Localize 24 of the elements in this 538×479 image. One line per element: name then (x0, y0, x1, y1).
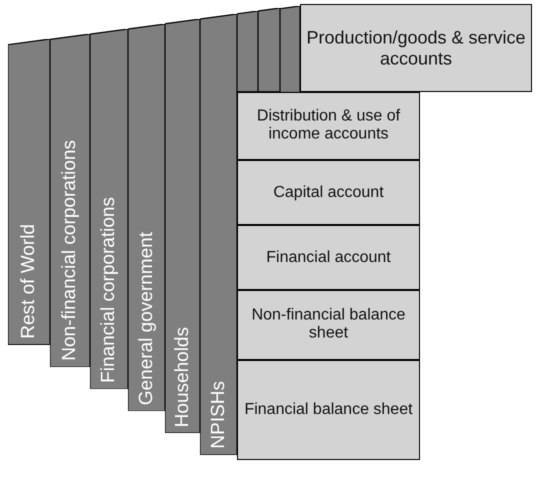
sector-slab (128, 24, 165, 411)
account-label: Financial balance sheet (243, 400, 414, 420)
sector-label: Non-financial corporations (60, 140, 79, 361)
account-box (237, 290, 420, 360)
sector-label: General government (136, 232, 156, 405)
account-box (237, 92, 420, 160)
account-label: Capital account (272, 183, 385, 202)
account-box (300, 4, 532, 92)
sector-slab (50, 34, 90, 367)
account-box (237, 360, 420, 460)
account-box (237, 160, 420, 225)
account-box (237, 225, 420, 290)
blank-slab (258, 8, 280, 92)
account-label: Production/goods & service accounts (305, 27, 527, 69)
sector-slab (90, 28, 128, 389)
sector-label: Financial corporations (99, 197, 118, 383)
sector-label: Households (172, 326, 192, 427)
account-label: Distribution & use of income accounts (256, 108, 402, 144)
sector-slab (165, 19, 200, 433)
account-label: Financial account (265, 248, 392, 267)
sector-label: Rest of World (19, 224, 38, 339)
account-label: Non-financial balance sheet (250, 306, 406, 344)
sector-label: NPISHs (208, 381, 228, 449)
sector-slab (8, 39, 50, 345)
